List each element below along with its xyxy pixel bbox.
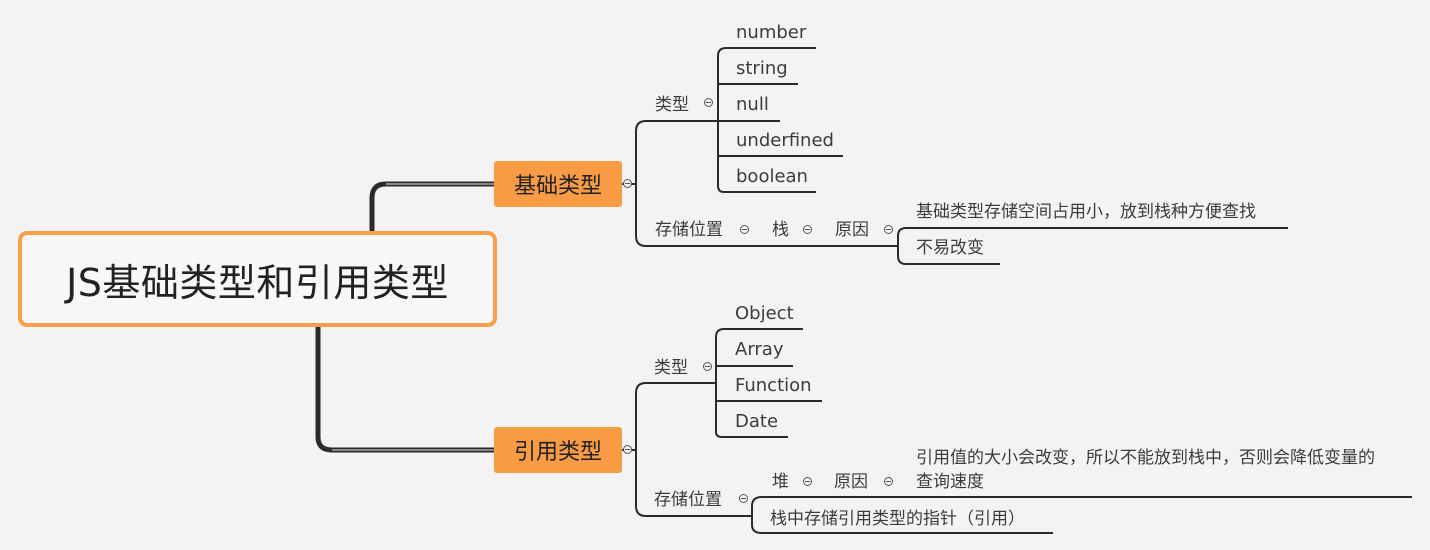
collapse-circle-icon[interactable] bbox=[739, 494, 748, 503]
collapse-circle-icon[interactable] bbox=[884, 225, 893, 234]
reference-storage-label: 存储位置 bbox=[654, 490, 722, 510]
basic-reason-item: 不易改变 bbox=[916, 238, 984, 258]
basic-type-item: boolean bbox=[736, 166, 808, 187]
collapse-circle-icon[interactable] bbox=[623, 179, 632, 188]
reference-storage-value: 堆 bbox=[772, 472, 789, 492]
basic-type-item: null bbox=[736, 94, 769, 115]
root-title: JS基础类型和引用类型 bbox=[66, 260, 449, 305]
reference-type-node[interactable]: 引用类型 bbox=[494, 427, 622, 473]
basic-type-label: 类型 bbox=[655, 95, 689, 115]
collapse-circle-icon[interactable] bbox=[884, 477, 893, 486]
basic-type-item: string bbox=[736, 58, 788, 79]
reference-reason-line1: 引用值的大小会改变，所以不能放到栈中，否则会降低变量的 bbox=[916, 448, 1375, 468]
root-topic[interactable]: JS基础类型和引用类型 bbox=[18, 231, 497, 327]
basic-reason-item: 基础类型存储空间占用小，放到栈种方便查找 bbox=[916, 202, 1256, 222]
basic-reason-label: 原因 bbox=[835, 220, 869, 240]
collapse-circle-icon[interactable] bbox=[623, 445, 632, 454]
reference-pointer-note: 栈中存储引用类型的指针（引用） bbox=[770, 509, 1025, 529]
basic-type-item: number bbox=[736, 22, 807, 43]
reference-reason-label: 原因 bbox=[834, 472, 868, 492]
collapse-circle-icon[interactable] bbox=[704, 98, 713, 107]
reference-type-item: Function bbox=[735, 375, 812, 396]
reference-type-item: Array bbox=[735, 339, 784, 360]
basic-type-title: 基础类型 bbox=[513, 174, 602, 199]
reference-type-item: Object bbox=[735, 303, 794, 324]
basic-storage-label: 存储位置 bbox=[655, 220, 723, 240]
reference-type-label: 类型 bbox=[654, 358, 688, 378]
collapse-circle-icon[interactable] bbox=[703, 362, 712, 371]
collapse-circle-icon[interactable] bbox=[803, 225, 812, 234]
collapse-circle-icon[interactable] bbox=[803, 477, 812, 486]
basic-type-node[interactable]: 基础类型 bbox=[494, 161, 622, 207]
basic-type-item: underfined bbox=[736, 130, 834, 151]
collapse-circle-icon[interactable] bbox=[740, 225, 749, 234]
reference-type-title: 引用类型 bbox=[513, 440, 602, 465]
reference-reason-line2: 查询速度 bbox=[916, 472, 984, 492]
basic-storage-value: 栈 bbox=[772, 220, 789, 240]
reference-type-item: Date bbox=[735, 411, 779, 432]
